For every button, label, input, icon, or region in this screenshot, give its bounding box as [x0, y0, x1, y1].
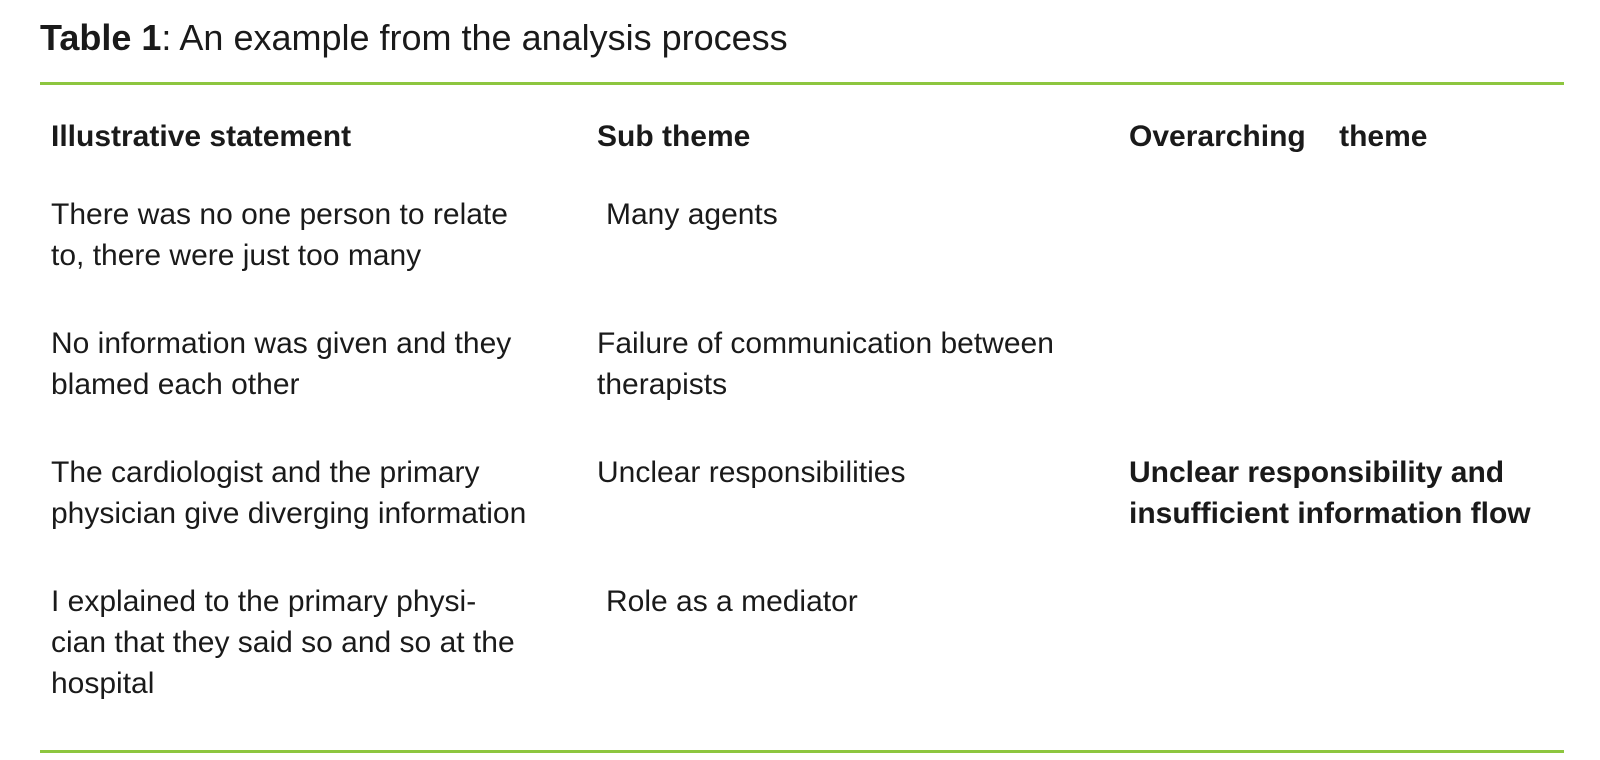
- statement-line: physician give diverging information: [51, 497, 527, 530]
- sub-theme-line: Failure of communication between: [597, 327, 1054, 360]
- overarching-theme-line: insufficient information flow: [1129, 497, 1531, 530]
- header-overarching-theme: Overarching theme: [1129, 120, 1428, 153]
- statement-cell: I explained to the primary physi- cian t…: [51, 581, 591, 704]
- statement-line: No information was given and they: [51, 327, 512, 360]
- sub-theme-line: therapists: [597, 368, 728, 401]
- statement-line: blamed each other: [51, 368, 300, 401]
- sub-theme-cell: Failure of communication between therapi…: [597, 323, 1107, 405]
- statement-line: hospital: [51, 667, 155, 700]
- header-illustrative-statement: Illustrative statement: [51, 120, 352, 153]
- sub-theme-line: Unclear responsibilities: [597, 456, 906, 489]
- statement-cell: No information was given and they blamed…: [51, 323, 591, 405]
- statement-cell: The cardiologist and the primary physici…: [51, 452, 591, 534]
- statement-line: I explained to the primary physi-: [51, 585, 477, 618]
- bottom-rule: [40, 750, 1564, 753]
- table-caption: Table 1: An example from the analysis pr…: [40, 14, 788, 62]
- statement-line: The cardiologist and the primary: [51, 456, 480, 489]
- sub-theme-cell: Role as a mediator: [597, 581, 1107, 622]
- sub-theme-cell: Unclear responsibilities: [597, 452, 1107, 493]
- table-caption-text: : An example from the analysis process: [161, 17, 788, 58]
- sub-theme-line: Many agents: [606, 198, 778, 231]
- header-sub-theme: Sub theme: [597, 120, 751, 153]
- statement-line: to, there were just too many: [51, 239, 422, 272]
- statement-line: There was no one person to relate: [51, 198, 508, 231]
- overarching-theme-cell: Unclear responsibility and insufficient …: [1129, 452, 1564, 534]
- top-rule: [40, 82, 1564, 85]
- overarching-theme-line: Unclear responsibility and: [1129, 456, 1505, 489]
- sub-theme-line: Role as a mediator: [606, 585, 858, 618]
- sub-theme-cell: Many agents: [597, 194, 1107, 235]
- statement-line: cian that they said so and so at the: [51, 626, 515, 659]
- table-caption-label: Table 1: [40, 17, 162, 58]
- statement-cell: There was no one person to relate to, th…: [51, 194, 591, 276]
